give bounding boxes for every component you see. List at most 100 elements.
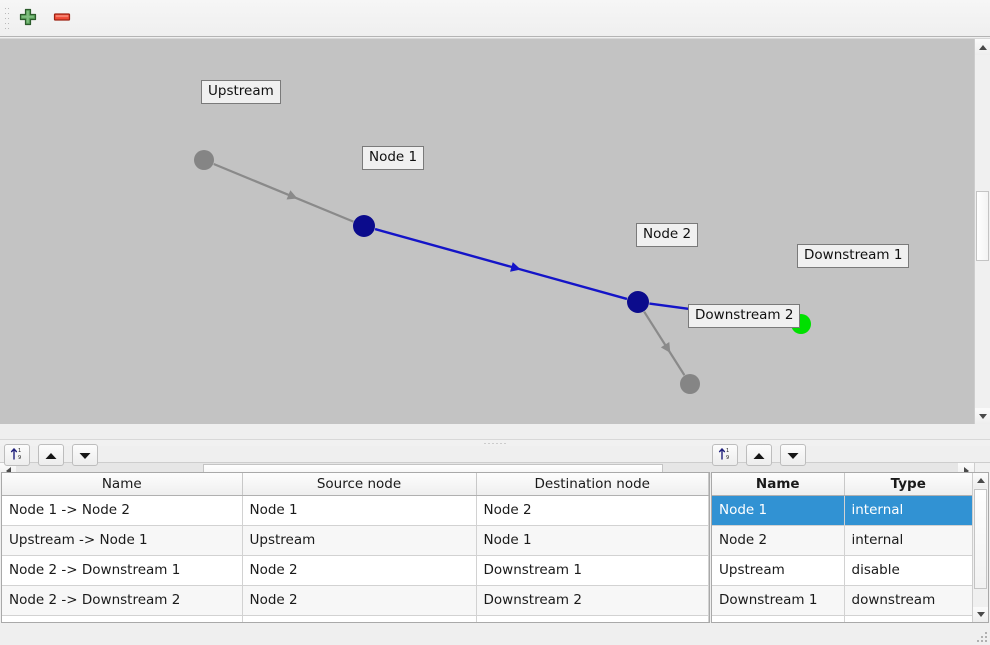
svg-text:1: 1: [18, 448, 21, 454]
edge-destination-cell[interactable]: Downstream 1: [476, 555, 709, 586]
nodes-move-up-button[interactable]: [746, 444, 772, 466]
graph-node-downstream2[interactable]: [680, 374, 700, 394]
graph-node-upstream[interactable]: [194, 150, 214, 170]
window-resize-grip[interactable]: [976, 631, 987, 642]
triangle-down-icon: [978, 413, 987, 419]
edges-empty-cell: [2, 615, 243, 622]
graph-edge-upstream-node1[interactable]: [213, 162, 354, 223]
triangle-up-icon: [976, 478, 985, 483]
main-toolbar: [0, 0, 990, 37]
svg-text:1: 1: [726, 448, 729, 454]
nodes-move-down-button[interactable]: [780, 444, 806, 466]
edges-table-empty-row[interactable]: [2, 615, 709, 622]
nodes-column-header-1[interactable]: Type: [844, 473, 973, 496]
svg-text:9: 9: [18, 455, 21, 461]
graph-node-node1[interactable]: [353, 215, 375, 237]
graph-node-label-downstream1[interactable]: Downstream 1: [797, 244, 910, 268]
vertical-scrollbar-thumb[interactable]: [976, 191, 989, 261]
graph-edge-arrowhead-node1-node2: [510, 262, 521, 272]
nodes-scroll-up-button[interactable]: [973, 473, 988, 488]
edges-empty-cell: [476, 615, 709, 622]
edge-destination-cell[interactable]: Node 2: [476, 495, 709, 526]
graph-edge-node1-node2[interactable]: [374, 227, 628, 301]
node-type-cell[interactable]: downstream: [844, 585, 973, 616]
edge-source-cell[interactable]: Upstream: [242, 525, 477, 556]
nodes-scrollbar-thumb[interactable]: [974, 489, 987, 589]
nodes-empty-cell: [712, 615, 845, 622]
graph-node-label-node2[interactable]: Node 2: [636, 223, 699, 247]
nodes-empty-cell: [844, 615, 973, 622]
triangle-up-icon: [44, 446, 58, 465]
edge-name-cell[interactable]: Node 2 -> Downstream 2: [2, 585, 243, 616]
edge-name-cell[interactable]: Node 2 -> Downstream 1: [2, 555, 243, 586]
triangle-up-icon: [978, 44, 987, 50]
edge-destination-cell[interactable]: Downstream 2: [476, 585, 709, 616]
svg-text:9: 9: [726, 455, 729, 461]
triangle-right-icon: [963, 466, 969, 475]
nodes-scroll-down-button[interactable]: [973, 607, 988, 622]
node-name-cell[interactable]: Node 2: [712, 525, 845, 556]
edges-column-header-1[interactable]: Source node: [242, 473, 477, 496]
node-name-cell[interactable]: Upstream: [712, 555, 845, 586]
edge-destination-cell[interactable]: Node 1: [476, 525, 709, 556]
panel-splitter[interactable]: [0, 439, 990, 446]
graph-edge-arrowhead-upstream-node1: [286, 190, 298, 200]
edge-source-cell[interactable]: Node 1: [242, 495, 477, 526]
node-type-cell[interactable]: internal: [844, 525, 973, 556]
triangle-down-icon: [976, 612, 985, 617]
scroll-up-button[interactable]: [975, 39, 990, 55]
nodes-column-header-0[interactable]: Name: [712, 473, 845, 496]
edges-move-down-button[interactable]: [72, 444, 98, 466]
edges-sort-button[interactable]: 1 9: [4, 444, 30, 466]
graph-node-label-downstream2[interactable]: Downstream 2: [688, 304, 801, 328]
graph-edge-arrowhead-node2-downstream2: [660, 342, 671, 353]
edge-name-cell[interactable]: Node 1 -> Node 2: [2, 495, 243, 526]
nodes-sort-button[interactable]: 1 9: [712, 444, 738, 466]
status-strip: [0, 625, 990, 645]
node-type-cell[interactable]: disable: [844, 555, 973, 586]
graph-node-label-upstream[interactable]: Upstream: [201, 80, 281, 104]
toolbar-drag-handle[interactable]: [5, 8, 10, 30]
edges-empty-cell: [242, 615, 477, 622]
edge-source-cell[interactable]: Node 2: [242, 555, 477, 586]
node-name-cell[interactable]: Downstream 1: [712, 585, 845, 616]
graph-node-node2[interactable]: [627, 291, 649, 313]
edge-source-cell[interactable]: Node 2: [242, 585, 477, 616]
add-node-button[interactable]: [15, 7, 41, 31]
node-type-cell[interactable]: internal: [844, 495, 973, 526]
graph-svg: [194, 150, 811, 394]
nodes-table-empty-row[interactable]: [712, 615, 973, 622]
triangle-left-icon: [5, 466, 11, 475]
triangle-up-icon: [752, 446, 766, 465]
node-name-cell[interactable]: Node 1: [712, 495, 845, 526]
edges-column-header-0[interactable]: Name: [2, 473, 243, 496]
edges-move-up-button[interactable]: [38, 444, 64, 466]
splitter-grip: [484, 443, 506, 444]
graph-vertical-scrollbar[interactable]: [974, 39, 990, 424]
edge-name-cell[interactable]: Upstream -> Node 1: [2, 525, 243, 556]
sort-arrows-icon: 1 9: [717, 446, 733, 465]
nodes-table-scrollbar[interactable]: [972, 473, 988, 622]
scroll-down-button[interactable]: [975, 408, 990, 424]
graph-node-label-node1[interactable]: Node 1: [362, 146, 425, 170]
graph-edge-node2-downstream2[interactable]: [643, 311, 686, 376]
edges-column-header-2[interactable]: Destination node: [476, 473, 709, 496]
triangle-down-icon: [786, 446, 800, 465]
green-plus-icon: [18, 7, 38, 31]
delete-node-button[interactable]: [49, 7, 75, 31]
